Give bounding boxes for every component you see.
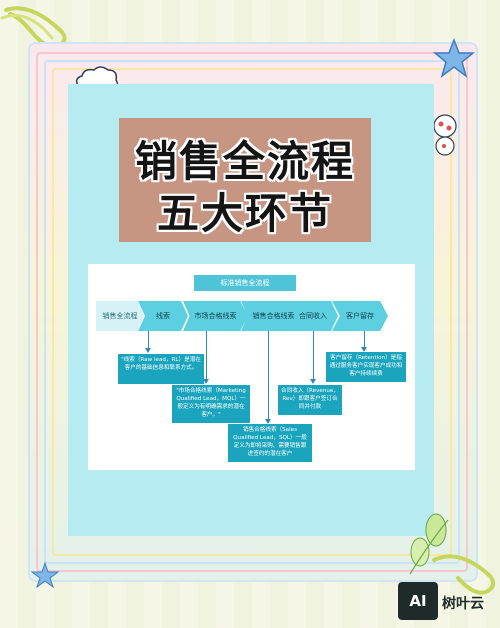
arrow-icon	[203, 379, 209, 384]
title-box: 销售全流程 五大环节	[119, 118, 371, 242]
star-icon	[30, 562, 60, 588]
leaf-icon	[409, 513, 449, 575]
desc-retention: 客户留存（Retention）是指通过服务客户实现客户成功和客户持续续费	[326, 352, 406, 382]
brand-logo: AI	[398, 582, 438, 620]
flower-icon	[433, 114, 457, 156]
stage-revenue: 合同收入	[288, 301, 338, 331]
connector-revenue	[313, 331, 314, 381]
star-icon	[432, 38, 476, 78]
diagram-header: 标准销售全流程	[194, 275, 296, 291]
process-diagram: 标准销售全流程 销售全流程 线索 市场合格线索 销售合格线索 合同收入 客户留存…	[88, 264, 415, 470]
arrow-icon	[145, 348, 151, 353]
desc-revenue: 合同收入（Revenue，Rev）即跟客户签订合同并付款	[278, 385, 342, 415]
connector-retention	[364, 331, 365, 349]
paperclip-icon	[432, 554, 496, 595]
stage-overview: 销售全流程	[96, 301, 144, 331]
stage-mql: 市场合格线索	[183, 301, 248, 331]
arrow-icon	[265, 419, 271, 424]
arrow-icon	[361, 347, 367, 352]
frame-border-blue	[44, 60, 460, 564]
stage-lead: 线索	[138, 301, 188, 331]
connector-mql	[206, 331, 207, 381]
frame-border-yellow	[52, 68, 452, 556]
connector-lead	[148, 331, 149, 350]
page-subtitle: 五大环节	[156, 189, 333, 238]
desc-mql: "市场合格线索（Marketing Qualified Lead，MQL）一般定…	[172, 385, 250, 423]
desc-sql: 销售合格线索（Sales Qualified Lead，SQL）一般定义为即将采…	[228, 424, 312, 462]
desc-lead: "线索（Raw lead，RL）是潜在客户的基础信息和联系方式。	[118, 354, 204, 384]
stage-retention: 客户留存	[332, 301, 388, 331]
brand-name: 树叶云	[442, 596, 484, 612]
frame-border-pink	[36, 52, 468, 572]
connector-sql	[268, 331, 269, 421]
page-title: 销售全流程	[134, 137, 355, 186]
arrow-icon	[310, 379, 316, 384]
cloud-icon	[75, 66, 119, 87]
